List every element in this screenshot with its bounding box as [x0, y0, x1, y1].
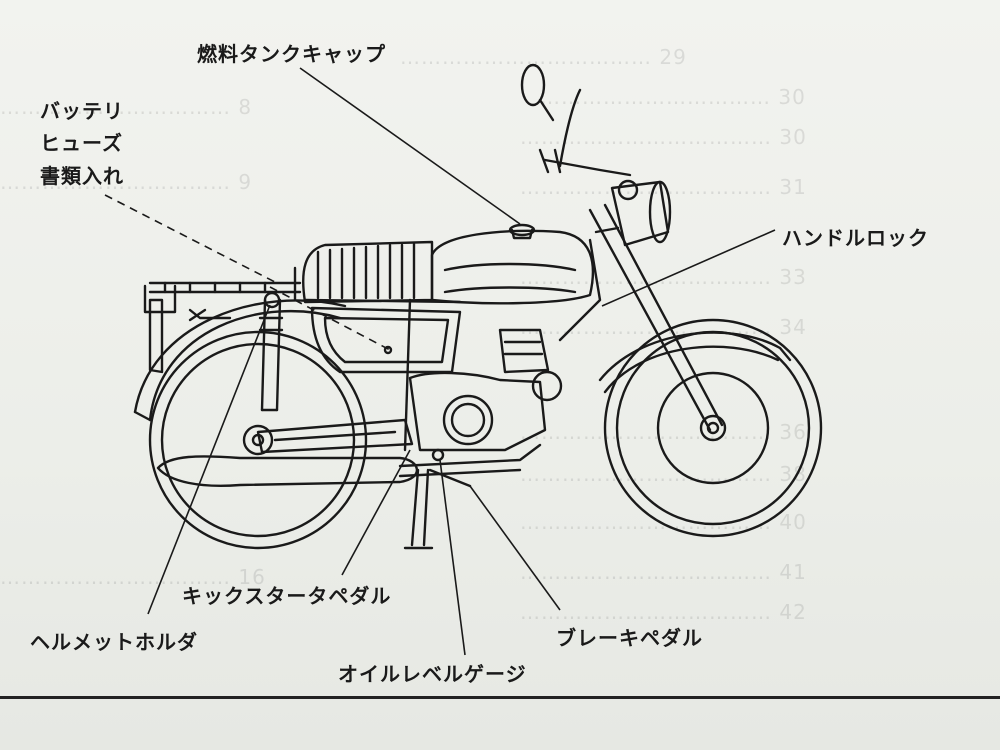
- kick-stand: [403, 468, 434, 550]
- seat: [302, 240, 462, 304]
- front-fender: [598, 331, 792, 394]
- label-kick-starter-pedal: キックスタータペダル: [182, 584, 392, 608]
- label-helmet-holder: ヘルメットホルダ: [30, 630, 198, 654]
- rear-carrier: [143, 266, 302, 322]
- label-fuel-tank-cap: 燃料タンクキャップ: [197, 42, 386, 66]
- brake-pedal-part: [428, 448, 472, 488]
- headlight: [610, 179, 672, 247]
- rear-shock: [258, 291, 284, 412]
- bleed-text: …………………………… 16: [0, 565, 266, 589]
- bleed-text: …………………………… 9: [0, 170, 253, 194]
- bleed-text: ……………………………… 34: [520, 315, 807, 339]
- bleed-text: ……………………………… 36: [520, 420, 807, 444]
- handlebar: [520, 63, 632, 177]
- bleed-text: …………………………… 8: [0, 95, 253, 119]
- rear-wheel: [148, 330, 368, 550]
- label-brake-pedal: ブレーキペダル: [556, 626, 703, 650]
- fuel-tank: [430, 223, 595, 305]
- label-document-holder: 書類入れ: [40, 164, 124, 188]
- bleed-text: …………………………… 30: [540, 85, 806, 109]
- engine: [403, 238, 602, 452]
- label-handle-lock: ハンドルロック: [782, 226, 929, 250]
- leader-lines: [104, 67, 776, 656]
- label-fuse: ヒューズ: [40, 131, 123, 155]
- front-wheel: [603, 318, 823, 538]
- bleed-text: ……………………………… 38: [520, 462, 807, 486]
- label-battery: バッテリ: [40, 99, 124, 123]
- side-cover: [310, 306, 462, 374]
- label-oil-level-gauge: オイルレベルゲージ: [338, 662, 527, 686]
- page-bottom-rule: [0, 696, 1000, 699]
- bleed-text: ……………………………… 42: [520, 600, 807, 624]
- bleed-text: ……………………………… 29: [400, 45, 687, 69]
- bleed-text: ……………………………… 41: [520, 560, 807, 584]
- swing-arm: [256, 418, 414, 454]
